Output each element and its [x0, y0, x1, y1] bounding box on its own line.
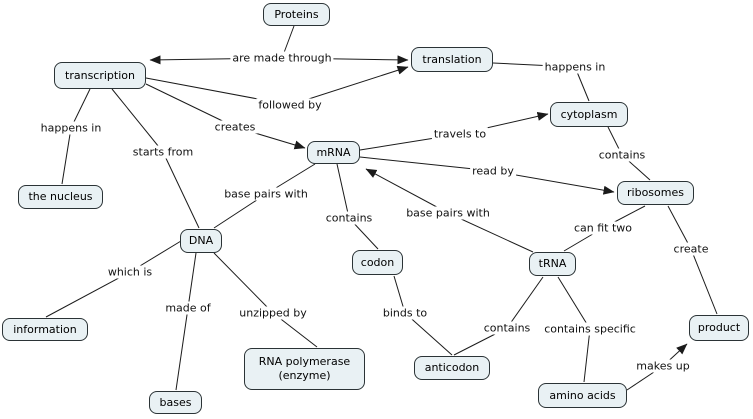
- edge-label-contains-codon[interactable]: contains: [323, 211, 375, 225]
- edge-label-contains-anticodon[interactable]: contains: [481, 321, 533, 335]
- edge-label-contains-ribosomes[interactable]: contains: [596, 148, 648, 162]
- edge-label-creates[interactable]: creates: [212, 120, 258, 134]
- concept-node-information[interactable]: information: [2, 318, 88, 341]
- edge-label-contains-specific[interactable]: contains specific: [542, 322, 638, 336]
- edge-line: [111, 88, 164, 153]
- concept-node-bases[interactable]: bases: [149, 391, 202, 414]
- edge-label-are-made-through[interactable]: are made through: [230, 51, 334, 65]
- edge-line: [61, 127, 72, 185]
- edge-line: [175, 307, 189, 391]
- edge-line: [145, 83, 236, 128]
- edge-line: [557, 276, 591, 330]
- edge-label-read-by[interactable]: read by: [470, 164, 516, 178]
- edge-line: [187, 252, 197, 309]
- edge-label-starts-from[interactable]: starts from: [130, 145, 196, 159]
- edge-label-binds-to[interactable]: binds to: [380, 306, 430, 320]
- edge-label-made-of[interactable]: made of: [163, 301, 213, 315]
- concept-node-the-nucleus[interactable]: the nucleus: [18, 185, 103, 209]
- edge-line: [365, 168, 449, 214]
- edge-label-happens-in-cytoplasm[interactable]: happens in: [542, 60, 608, 74]
- edge-line: [447, 212, 534, 253]
- concept-node-transcription[interactable]: transcription: [54, 62, 146, 89]
- edge-label-travels-to[interactable]: travels to: [431, 127, 489, 141]
- edge-line: [583, 328, 591, 383]
- edge-line: [336, 163, 350, 219]
- concept-node-translation[interactable]: translation: [411, 47, 493, 72]
- concept-node-codon[interactable]: codon: [352, 250, 403, 275]
- concept-node-trna[interactable]: tRNA: [529, 252, 576, 276]
- edge-label-followed-by[interactable]: followed by: [256, 98, 324, 112]
- edge-line: [45, 271, 131, 318]
- concept-node-amino-acids[interactable]: amino acids: [538, 383, 627, 408]
- concept-node-proteins[interactable]: Proteins: [263, 3, 330, 26]
- concept-node-mrna[interactable]: mRNA: [307, 141, 360, 164]
- concept-node-dna[interactable]: DNA: [180, 229, 222, 253]
- edge-line: [213, 252, 274, 314]
- edge-label-unzipped-by[interactable]: unzipped by: [237, 306, 309, 320]
- edge-label-makes-up[interactable]: makes up: [634, 359, 692, 373]
- edge-line: [667, 205, 692, 250]
- edge-label-happens-in-nucleus[interactable]: happens in: [38, 121, 104, 135]
- concept-node-rna-polymerase[interactable]: RNA polymerase (enzyme): [244, 348, 365, 390]
- edge-label-which-is[interactable]: which is: [105, 265, 155, 279]
- edge-line: [506, 276, 544, 329]
- concept-node-cytoplasm[interactable]: cytoplasm: [550, 102, 628, 127]
- edge-label-can-fit-two[interactable]: can fit two: [571, 221, 635, 235]
- edge-line: [162, 151, 200, 229]
- concept-node-product[interactable]: product: [689, 315, 749, 341]
- edge-label-create[interactable]: create: [671, 242, 711, 256]
- edge-label-base-pairs-with-trna[interactable]: base pairs with: [404, 206, 492, 220]
- edge-line: [690, 248, 718, 315]
- edge-label-base-pairs-with-dna[interactable]: base pairs with: [222, 187, 310, 201]
- concept-node-anticodon[interactable]: anticodon: [414, 356, 490, 380]
- concept-node-ribosomes[interactable]: ribosomes: [617, 181, 694, 205]
- edge-line: [404, 312, 453, 356]
